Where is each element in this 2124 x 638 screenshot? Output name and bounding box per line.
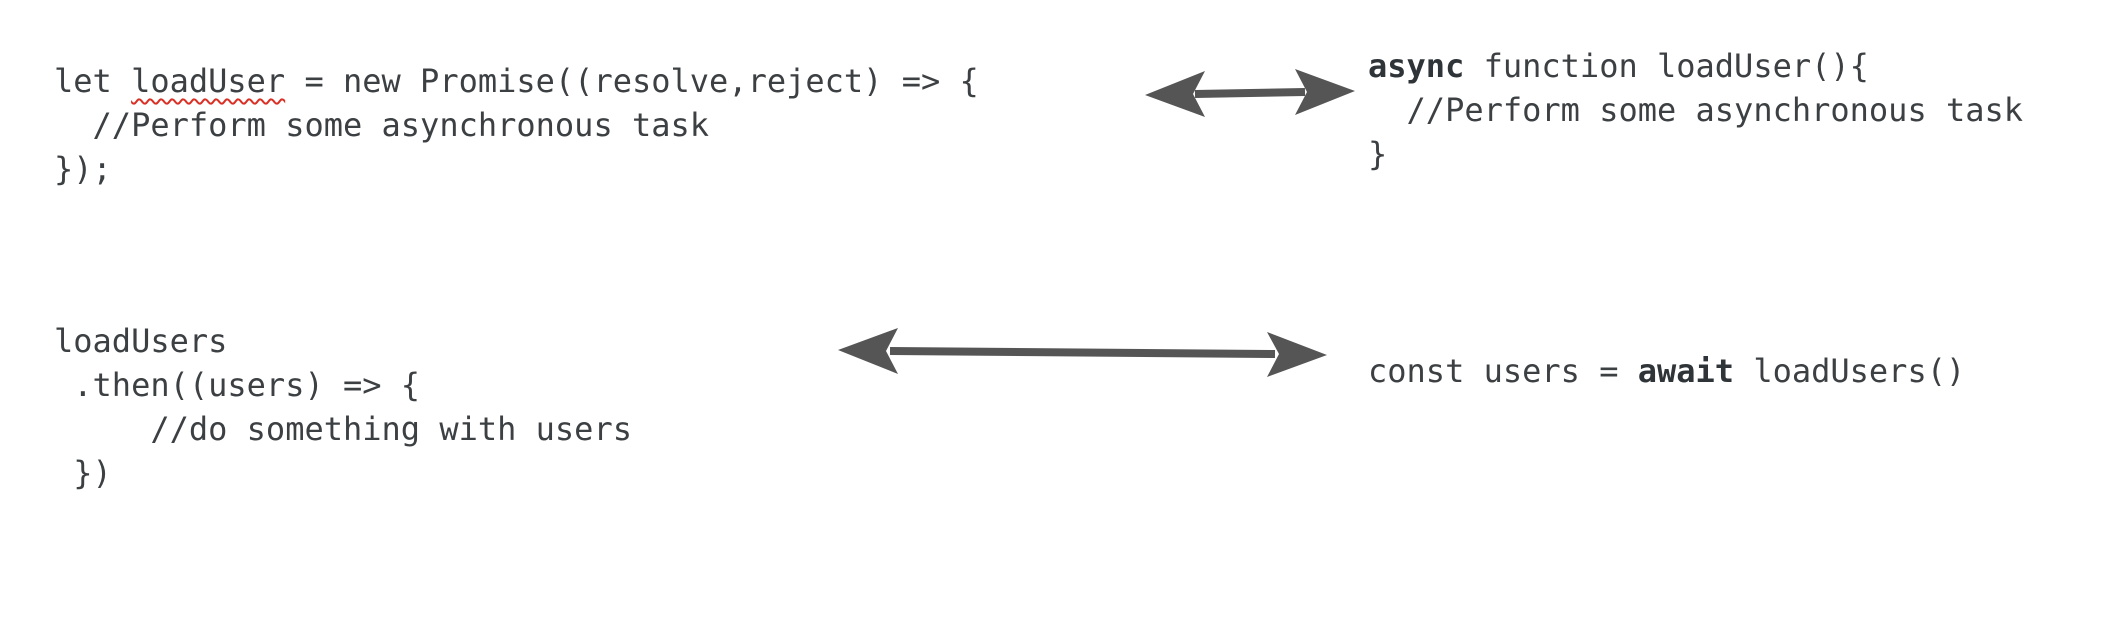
await-const-declaration: const users = xyxy=(1368,352,1638,390)
await-call-text: loadUsers() xyxy=(1734,352,1966,390)
async-line-1: async function loadUser(){ xyxy=(1368,44,2023,88)
then-line-3: //do something with users xyxy=(54,410,632,448)
promise-code-block: let loadUser = new Promise((resolve,reje… xyxy=(54,59,979,191)
await-code-block: const users = await loadUsers() xyxy=(1368,349,1965,393)
promise-constructor-text: = new Promise((resolve,reject) => { xyxy=(285,62,979,100)
promise-line-3: }); xyxy=(54,150,112,188)
async-line-2: //Perform some asynchronous task xyxy=(1368,91,2024,129)
await-line-1: const users = await loadUsers() xyxy=(1368,349,1965,393)
then-line-2: .then((users) => { xyxy=(54,366,421,404)
promise-line-2: //Perform some asynchronous task xyxy=(54,106,710,144)
await-keyword: await xyxy=(1637,352,1735,390)
promise-let-keyword: let xyxy=(54,62,132,100)
misspelled-identifier-loaduser: loadUser xyxy=(131,62,286,100)
then-chain-code-block: loadUsers .then((users) => { //do someth… xyxy=(54,319,632,495)
double-arrow-bottom-icon xyxy=(838,328,1327,377)
async-keyword: async xyxy=(1368,47,1465,85)
then-line-4: }) xyxy=(54,454,112,492)
async-function-code-block: async function loadUser(){ //Perform som… xyxy=(1368,44,2023,176)
promise-line-1: let loadUser = new Promise((resolve,reje… xyxy=(54,59,979,103)
async-function-signature: function loadUser(){ xyxy=(1464,47,1869,85)
then-line-1: loadUsers xyxy=(54,322,228,360)
async-line-3: } xyxy=(1368,135,1388,173)
double-arrow-top-icon xyxy=(1145,69,1355,117)
